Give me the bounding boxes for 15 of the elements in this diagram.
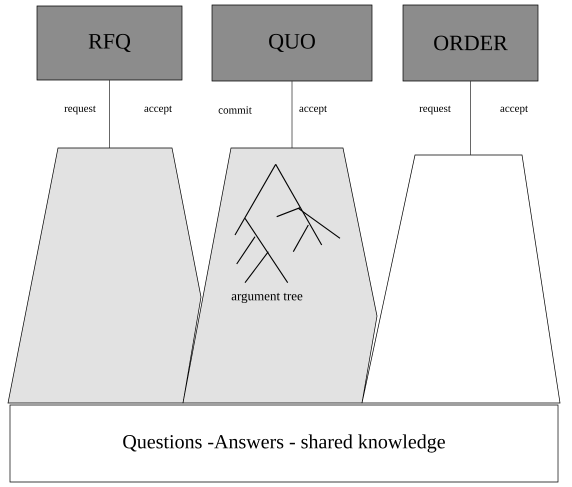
message-box: QUO: [212, 4, 372, 82]
side-label: accept: [144, 106, 172, 114]
message-box: RFQ: [36, 6, 182, 80]
trapezoid-panel: argument tree: [182, 148, 378, 404]
trapezoid-panel: [8, 148, 202, 404]
side-label: commit: [218, 106, 252, 114]
side-label: accept: [299, 106, 327, 114]
connector-line: [109, 80, 110, 148]
trapezoid-panel: [362, 154, 560, 404]
connector-line: [470, 81, 471, 156]
side-label: request: [419, 106, 451, 114]
side-label: request: [64, 106, 96, 114]
message-box: ORDER: [402, 4, 538, 82]
knowledge-base-box: Questions -Answers - shared knowledge: [10, 404, 558, 482]
side-label: accept: [500, 106, 528, 114]
